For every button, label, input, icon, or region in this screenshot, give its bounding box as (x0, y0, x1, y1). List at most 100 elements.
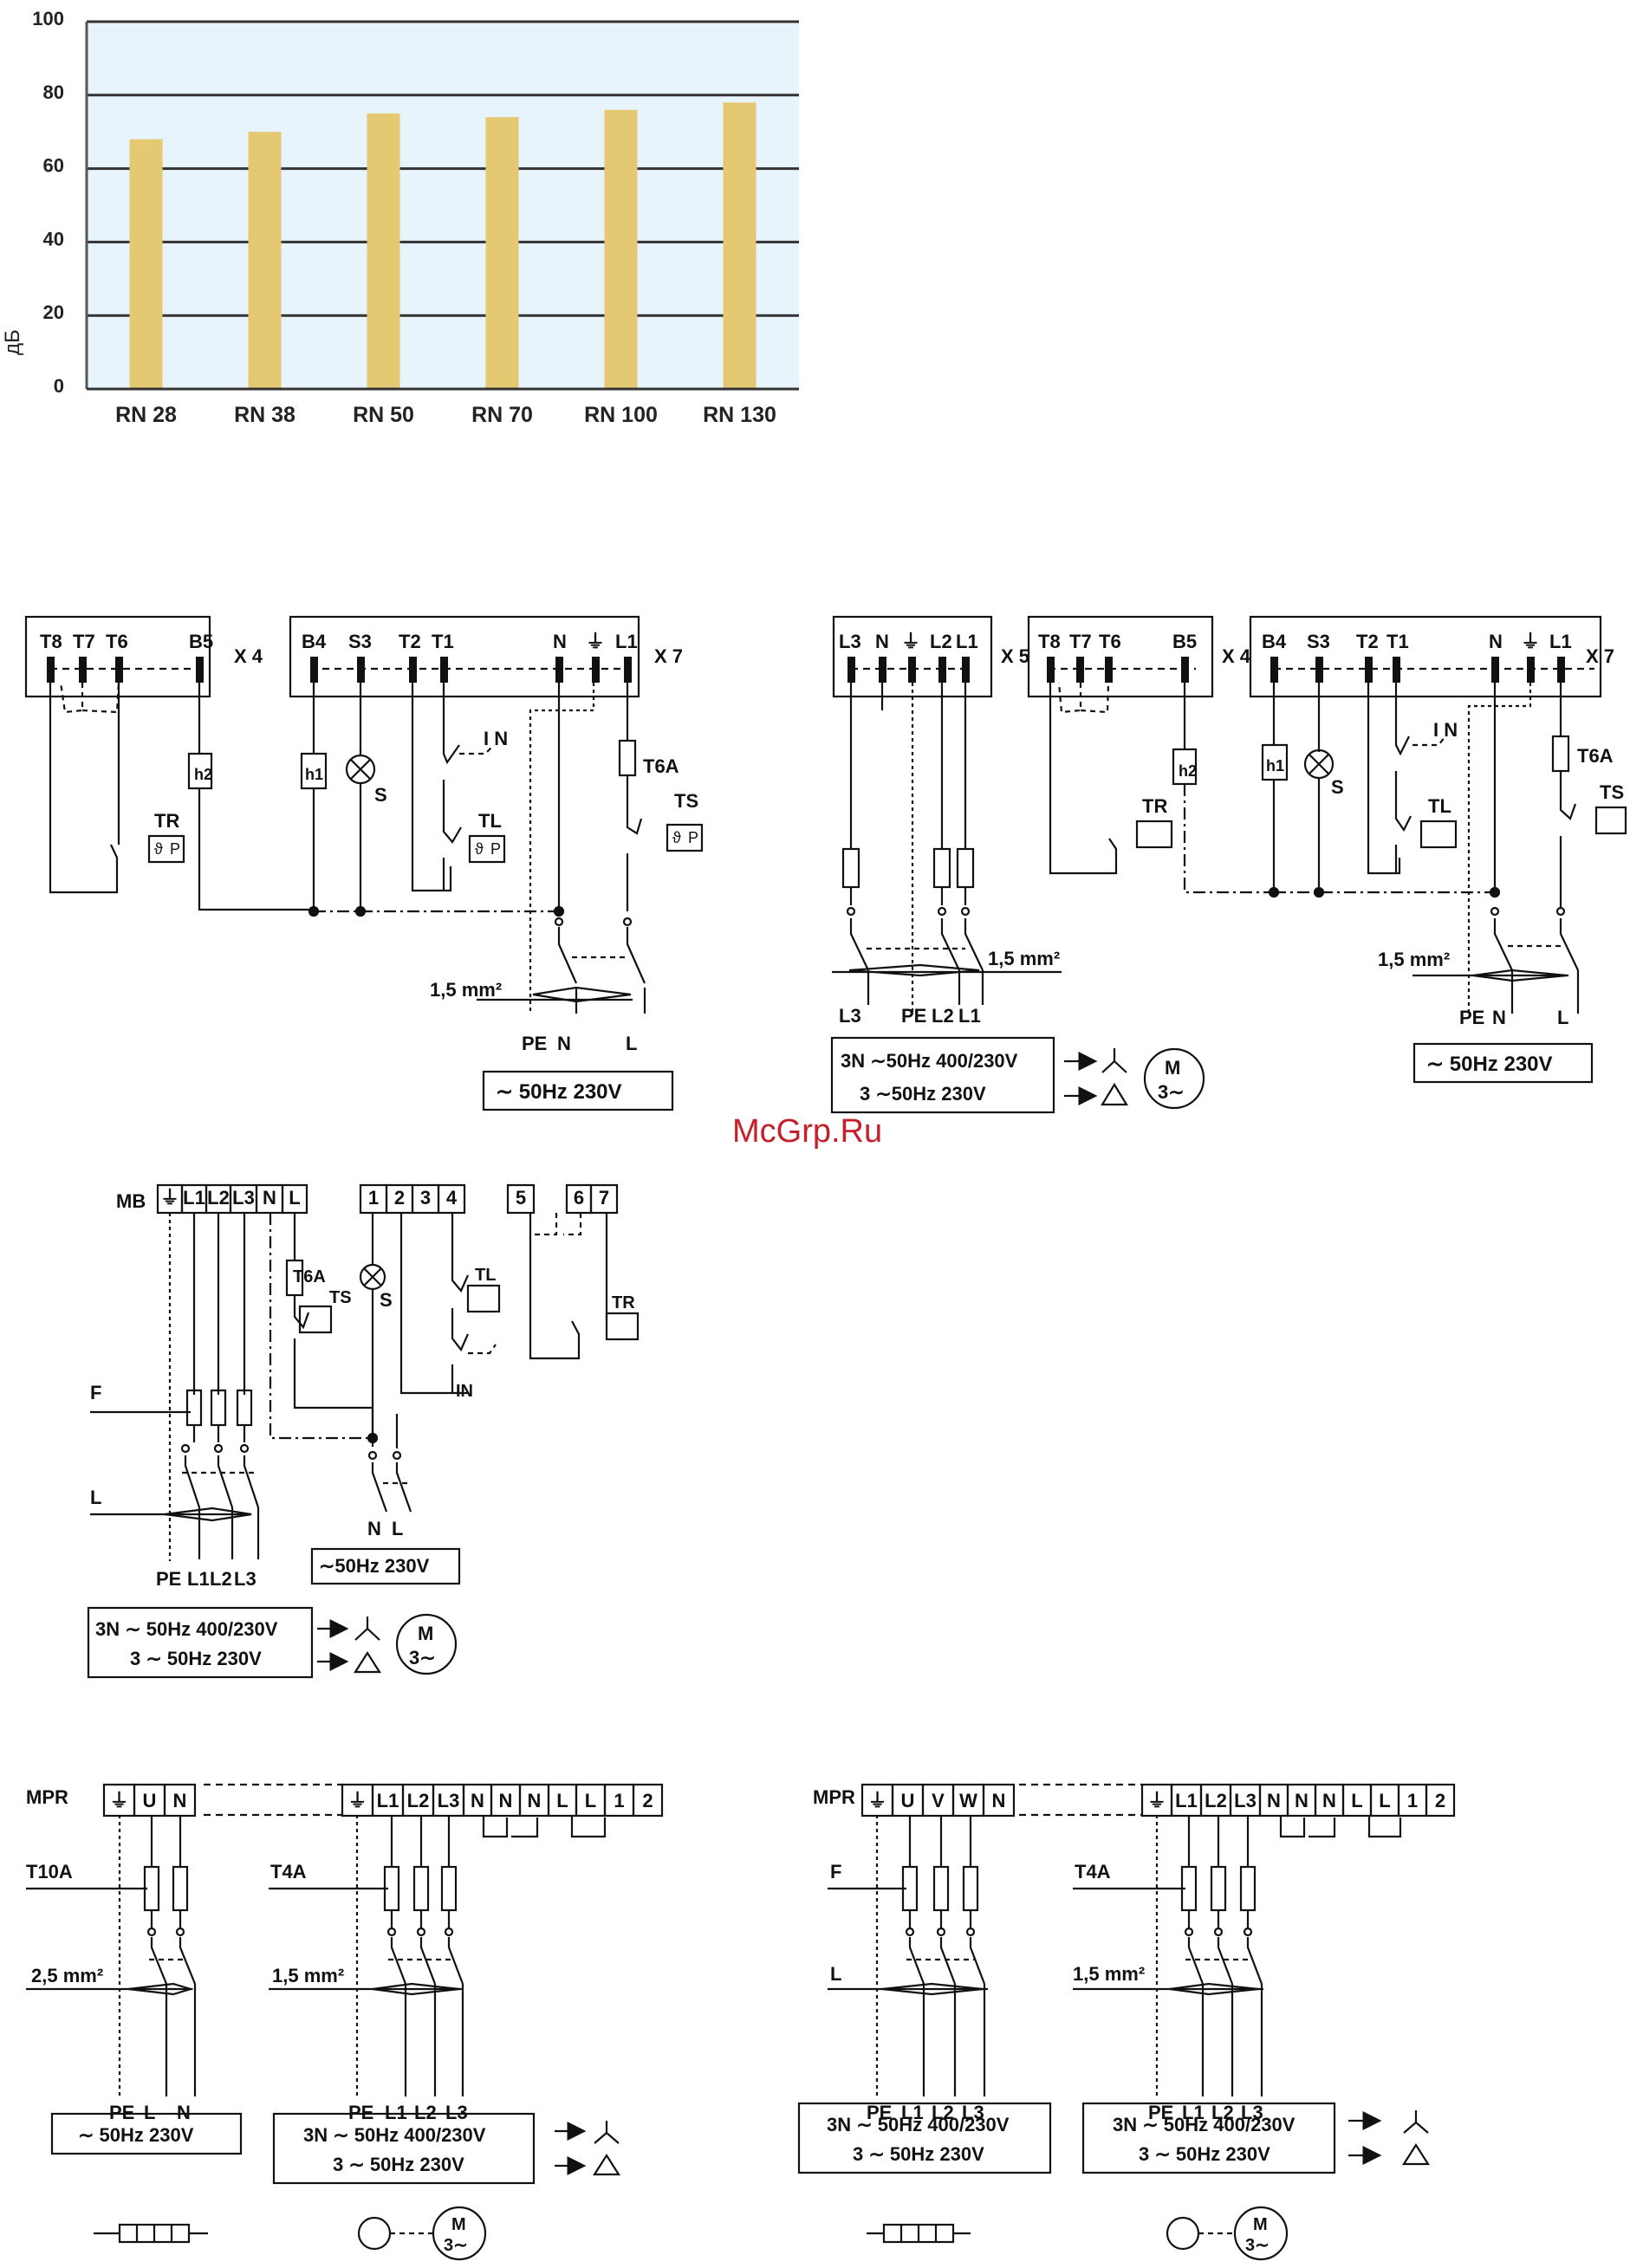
terminal-label: L2 (207, 1187, 230, 1209)
label-tr: TR (1142, 795, 1167, 817)
terminal-label: L (1379, 1790, 1390, 1811)
label-l2-a: L2 (932, 2102, 954, 2123)
motor-3: 3∼ (1245, 2236, 1270, 2255)
label-pe-b: PE (1148, 2102, 1173, 2123)
terminal-label: ⏚ (1147, 1790, 1166, 1811)
terminal-label: V (932, 1790, 945, 1811)
delta-symbol (1101, 1082, 1128, 1106)
label-in: I N (1433, 719, 1458, 741)
terminal-b4: B4 (302, 631, 327, 652)
label-ts: TS (674, 790, 698, 812)
terminal-label: L2 (1205, 1790, 1227, 1811)
label-l: L (626, 1033, 637, 1054)
label-l1: L1 (187, 1568, 210, 1590)
terminal-label: L (289, 1187, 300, 1209)
terminal-block-x7 (289, 615, 640, 698)
box-b-line-1: 3N ∼ 50Hz 400/230V (1113, 2114, 1296, 2135)
terminal-l1b: L1 (1549, 631, 1572, 652)
bar-rn100 (604, 109, 638, 389)
motor-3: 3∼ (444, 2236, 468, 2255)
label-ts: TS (1600, 781, 1624, 803)
label-wire-size-b: 1,5 mm² (272, 1965, 344, 1986)
wiring-diagram-single-phase: T8 T7 T6 B5 X 4 B4 S3 T2 T1 N ⏚ L1 X 7 (24, 615, 704, 1111)
label-l: L (1557, 1007, 1568, 1028)
terminal-t7: T7 (73, 631, 95, 652)
label-t10a: T10A (26, 1861, 73, 1882)
ts-theta: ϑ (672, 829, 681, 846)
label-t6a: T6A (643, 755, 679, 777)
terminal-label: L3 (1234, 1790, 1257, 1811)
label-l: L (90, 1487, 101, 1508)
motor-3: 3∼ (1158, 1081, 1185, 1103)
terminal-n: N (553, 631, 567, 652)
label-l2: L2 (210, 1568, 232, 1590)
label-ts: TS (329, 1288, 352, 1307)
terminal-label: N (471, 1790, 484, 1811)
terminal-label: L (585, 1790, 596, 1811)
terminal-label: ⏚ (109, 1790, 128, 1811)
wiring-diagram-three-phase: L3 N ⏚ L2 L1 X 5 T8 T7 T6 B5 X 4 B4 S3 T… (830, 615, 1627, 1114)
supply-label: ∼ 50Hz 230V (78, 2124, 194, 2146)
terminal-b4: B4 (1262, 631, 1287, 652)
block-label-x7: X 7 (1586, 645, 1614, 667)
label-in: I N (484, 728, 508, 749)
line-l2: L2 (932, 1005, 954, 1027)
watermark: McGrp.Ru (732, 1113, 882, 1150)
terminal-t8: T8 (40, 631, 62, 652)
line-l1: L1 (958, 1005, 981, 1027)
terminal-t1: T1 (1386, 631, 1409, 652)
plot-area (87, 22, 799, 389)
tl-p: P (490, 840, 501, 858)
motor-symbol (395, 1613, 458, 1675)
label-l-supply: L (392, 1518, 403, 1539)
terminal-label: ⏚ (347, 1790, 367, 1811)
terminal-earth: ⏚ (586, 631, 605, 652)
label-tr: TR (612, 1293, 635, 1312)
motor-symbol (432, 2206, 487, 2261)
terminal-label: L1 (1175, 1790, 1198, 1811)
x-tick-label: RN 100 (584, 403, 658, 427)
label-wire-size-b: 1,5 mm² (1378, 949, 1450, 970)
label-pe-b: PE (348, 2102, 373, 2123)
label-tl: TL (475, 1266, 496, 1285)
label-l-a: L (144, 2102, 155, 2123)
label-t4a: T4A (1075, 1861, 1111, 1882)
terminal-label: 1 (368, 1187, 379, 1209)
terminal-label: 2 (1435, 1790, 1445, 1811)
label-wire-size-a: 1,5 mm² (988, 948, 1060, 969)
star-symbol (1101, 1048, 1127, 1073)
y-tick-label: 0 (54, 375, 64, 397)
tr-theta: ϑ (154, 840, 163, 858)
label-t6a: T6A (1577, 745, 1614, 767)
label-wire-size-a: 2,5 mm² (31, 1965, 103, 1986)
label-pe: PE (522, 1033, 547, 1054)
label-pe-a: PE (867, 2102, 892, 2123)
label-mpr: MPR (26, 1786, 68, 1808)
terminal-label: L (1351, 1790, 1362, 1811)
supply-box (310, 1547, 461, 1585)
label-n: N (1492, 1007, 1506, 1028)
terminal-label: L3 (438, 1790, 460, 1811)
motor-connection-box (87, 1606, 314, 1679)
box-b-line-2: 3 ∼ 50Hz 230V (1139, 2143, 1270, 2165)
terminal-label: 6 (574, 1187, 584, 1209)
supply-label: ∼ 50Hz 230V (496, 1080, 622, 1104)
x-tick-label: RN 50 (353, 403, 414, 427)
motor-line-1: 3N ∼ 50Hz 400/230V (95, 1618, 278, 1640)
terminal-s3: S3 (1307, 631, 1330, 652)
y-tick-label: 60 (43, 155, 64, 177)
x-tick-label: RN 70 (471, 403, 533, 427)
terminal-t7: T7 (1069, 631, 1092, 652)
terminal-t8: T8 (1038, 631, 1061, 652)
terminal-label: L (556, 1790, 568, 1811)
label-h2: h2 (194, 766, 212, 783)
terminal-label: 2 (642, 1790, 653, 1811)
label-in: IN (456, 1382, 473, 1401)
terminal-l3: L3 (839, 631, 861, 652)
label-tl: TL (1428, 795, 1451, 817)
label-t4a: T4A (270, 1861, 307, 1882)
terminal-label: L1 (377, 1790, 399, 1811)
label-l2-b: L2 (414, 2102, 437, 2123)
y-tick-label: 20 (43, 301, 64, 323)
